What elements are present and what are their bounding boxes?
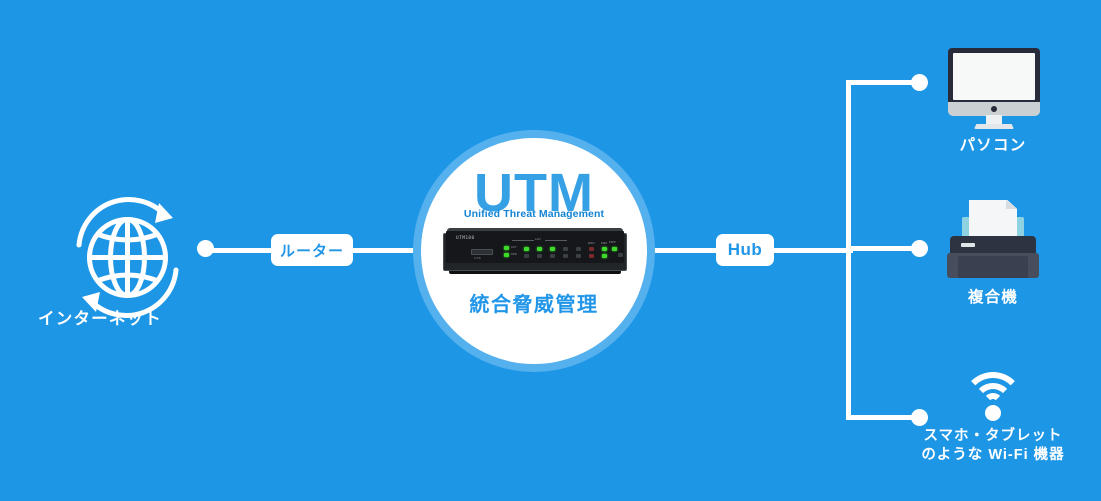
utm-title: UTM xyxy=(474,163,594,223)
appliance-model-text: UTM100 xyxy=(456,236,475,241)
appliance-usb-label: USB xyxy=(474,256,481,260)
led-port-5 xyxy=(576,247,581,251)
wifi-label-line1: スマホ・タブレット xyxy=(923,428,1063,444)
printer-top-cover xyxy=(950,236,1036,255)
desktop-computer-icon xyxy=(948,48,1040,129)
wifi-arc-outer xyxy=(962,372,1024,434)
connector-dot-wifi xyxy=(911,409,928,426)
appliance-usb-port xyxy=(471,249,493,255)
led-speed xyxy=(504,253,509,257)
hub-label-pill: Hub xyxy=(716,234,774,266)
wifi-label: スマホ・タブレット のような Wi-Fi 機器 xyxy=(893,427,1093,465)
monitor-logo-dot xyxy=(991,106,997,112)
led-port-4b xyxy=(563,254,568,258)
wifi-label-line2: のような Wi-Fi 機器 xyxy=(921,447,1065,463)
printer-control-slot xyxy=(961,243,975,247)
router-label-pill: ルーター xyxy=(271,234,353,266)
led-wan-2 xyxy=(602,247,607,251)
led-wan-1b xyxy=(589,254,594,258)
connector-dot-internet xyxy=(197,240,214,257)
pc-label: パソコン xyxy=(959,137,1027,154)
led-power xyxy=(612,247,617,251)
monitor-stand-neck xyxy=(986,115,1002,126)
branch-to-pc xyxy=(846,80,918,85)
monitor-stand-foot xyxy=(974,124,1014,129)
appliance-front-panel: UTM100 USB LAN ACT SPD xyxy=(446,231,624,263)
branch-to-wifi xyxy=(846,415,918,420)
internet-icon xyxy=(55,185,200,330)
printer-output-tray xyxy=(958,256,1028,278)
led-port-3b xyxy=(550,254,555,258)
link-hub-to-bus xyxy=(765,248,853,253)
led-port-2 xyxy=(537,247,542,251)
internet-label: インターネット xyxy=(38,310,162,328)
led-wan-2b xyxy=(602,254,607,258)
wifi-arc-middle xyxy=(973,383,1013,423)
link-utm-to-hub xyxy=(620,248,725,253)
utm-subtitle: Unified Threat Management xyxy=(463,208,605,220)
printer-paper-fold xyxy=(1006,200,1017,209)
led-wan-1 xyxy=(589,247,594,251)
link-internet-to-router xyxy=(210,248,280,253)
connector-dot-pc xyxy=(911,74,928,91)
utm-appliance-icon: UTM100 USB LAN ACT SPD xyxy=(443,228,627,274)
led-port-3 xyxy=(550,247,555,251)
connector-dot-mfp xyxy=(911,240,928,257)
mfp-label: 複合機 xyxy=(967,289,1019,306)
port-group-bar-left xyxy=(512,240,534,241)
port-group-bar-right xyxy=(545,240,567,241)
printer-icon xyxy=(947,200,1039,278)
led-port-5b xyxy=(576,254,581,258)
link-router-to-utm xyxy=(345,248,450,253)
led-port-2b xyxy=(537,254,542,258)
led-port-1 xyxy=(524,247,529,251)
port-group-caption: LAN xyxy=(535,238,541,241)
monitor-screen xyxy=(953,53,1035,100)
led-activity-caption: ACT xyxy=(511,246,517,249)
printer-tray-right xyxy=(1016,217,1024,239)
printer-tray-left xyxy=(962,217,970,239)
appliance-base-shadow xyxy=(449,271,621,274)
wan-caption-left: WAN xyxy=(588,242,595,245)
led-system xyxy=(618,253,623,257)
branch-to-mfp xyxy=(846,246,918,251)
wifi-source-dot xyxy=(985,405,1001,421)
wan-caption-right: DMZ xyxy=(601,242,608,245)
led-activity xyxy=(504,246,509,250)
led-port-4 xyxy=(563,247,568,251)
wifi-arc-inner xyxy=(983,393,1003,413)
utm-japanese-label: 統合脅威管理 xyxy=(469,294,599,316)
wifi-icon xyxy=(962,372,1024,423)
power-caption: PWR xyxy=(609,241,616,244)
led-speed-caption: SPD xyxy=(511,253,517,256)
led-port-1b xyxy=(524,254,529,258)
